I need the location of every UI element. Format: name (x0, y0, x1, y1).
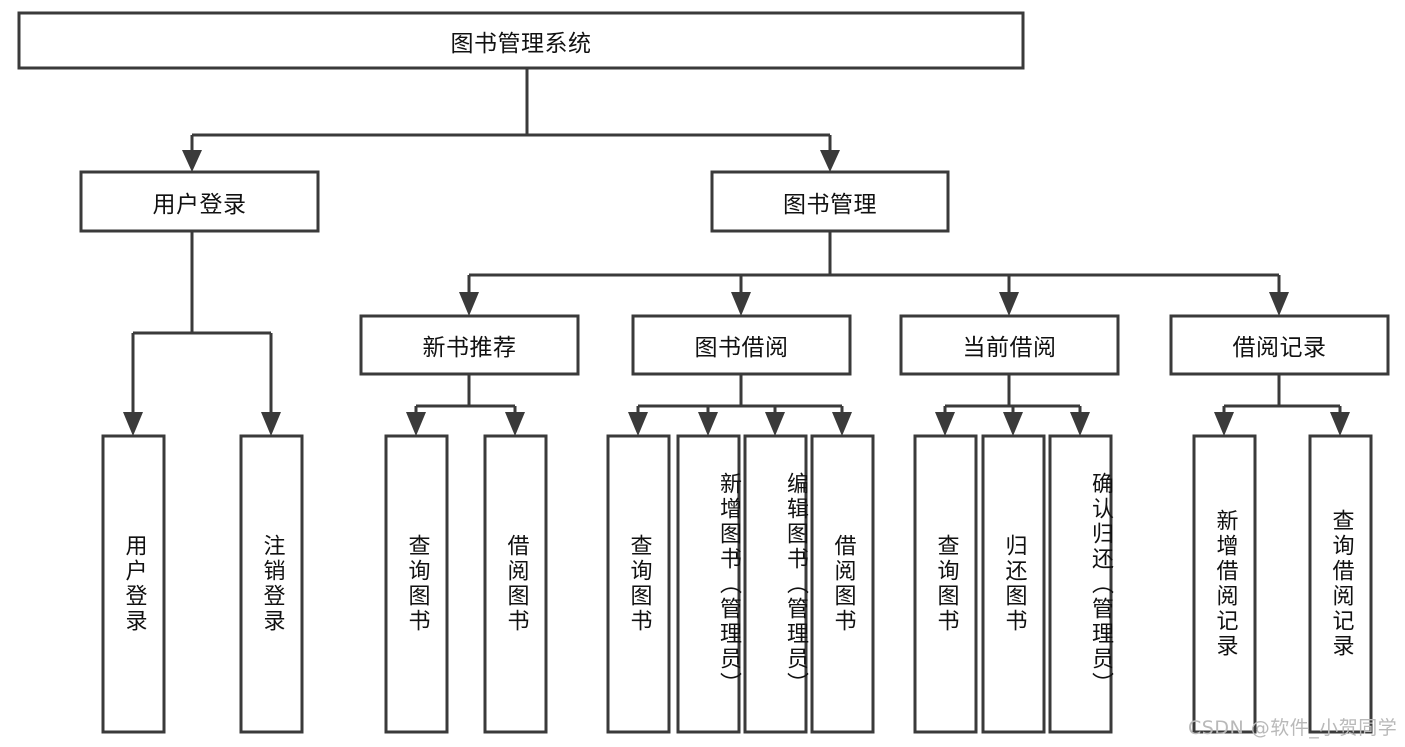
node-box-leaf-book-borrow-2[interactable] (743, 434, 808, 734)
node-box-new-book-recommend[interactable] (359, 314, 580, 376)
arrow-book-mgmt-c1 (459, 292, 479, 316)
node-box-leaf-book-borrow-0[interactable] (606, 434, 671, 734)
connector-group-borrow-record (1214, 374, 1350, 436)
node-box-book-borrow[interactable] (631, 314, 852, 376)
node-box-borrow-record[interactable] (1169, 314, 1390, 376)
arrow-user-login-leaf1 (123, 412, 143, 436)
arrow-root-to-user-login (182, 150, 202, 172)
connector-group-root (182, 68, 840, 172)
arrow-root-to-book-mgmt (820, 150, 840, 172)
node-box-leaf-current-borrow-2[interactable] (1048, 434, 1113, 734)
node-box-leaf-current-borrow-1[interactable] (981, 434, 1046, 734)
node-box-book-management[interactable] (710, 170, 950, 233)
node-box-leaf-borrow-record-0[interactable] (1192, 434, 1257, 734)
node-box-leaf-current-borrow-0[interactable] (913, 434, 978, 734)
arrow-book-borrow-l2 (698, 412, 718, 436)
connector-group-book-borrow (628, 374, 852, 436)
watermark-text: CSDN @软件_小贺同学 (1188, 717, 1398, 739)
node-box-leaf-new-book-1[interactable] (483, 434, 548, 734)
node-box-leaf-user-login-1[interactable] (239, 434, 304, 734)
connector-group-current-borrow (935, 374, 1090, 436)
arrow-current-borrow-l3 (1070, 412, 1090, 436)
node-box-user-login[interactable] (79, 170, 320, 233)
arrow-book-borrow-l1 (628, 412, 648, 436)
node-box-leaf-new-book-0[interactable] (384, 434, 449, 734)
node-box-leaf-borrow-record-1[interactable] (1308, 434, 1373, 734)
arrow-borrow-record-l1 (1214, 412, 1234, 436)
arrow-book-mgmt-c3 (999, 292, 1019, 316)
connector-group-user-login (123, 231, 281, 436)
arrow-book-mgmt-c4 (1269, 292, 1289, 316)
arrow-current-borrow-l1 (935, 412, 955, 436)
arrow-new-book-l1 (406, 412, 426, 436)
node-box-leaf-book-borrow-3[interactable] (810, 434, 875, 734)
connector-group-new-book (406, 374, 525, 436)
node-box-root[interactable] (17, 11, 1025, 70)
arrow-book-borrow-l3 (765, 412, 785, 436)
arrow-book-mgmt-c2 (731, 292, 751, 316)
arrow-borrow-record-l2 (1330, 412, 1350, 436)
arrow-book-borrow-l4 (832, 412, 852, 436)
node-box-current-borrow[interactable] (899, 314, 1120, 376)
connector-group-book-mgmt (459, 231, 1289, 316)
arrow-user-login-leaf2 (261, 412, 281, 436)
node-box-leaf-user-login-0[interactable] (101, 434, 166, 734)
arrow-new-book-l2 (505, 412, 525, 436)
node-box-leaf-book-borrow-1[interactable] (676, 434, 741, 734)
arrow-current-borrow-l2 (1003, 412, 1023, 436)
